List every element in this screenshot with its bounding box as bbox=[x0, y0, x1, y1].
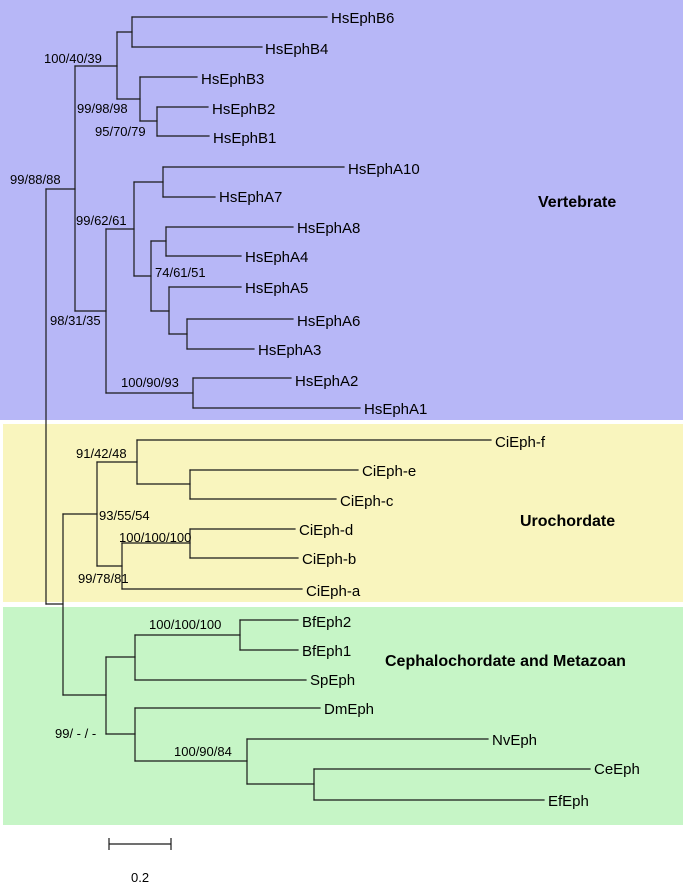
leaf-label: NvEph bbox=[492, 732, 537, 749]
cephalochordate-band bbox=[3, 607, 683, 825]
leaf-label: CiEph-a bbox=[306, 583, 361, 600]
tree-branches bbox=[45, 16, 591, 801]
support-value: 100/100/100 bbox=[119, 530, 191, 545]
leaf-label: HsEphA6 bbox=[297, 313, 360, 330]
support-value: 99/62/61 bbox=[76, 213, 127, 228]
support-value: 98/31/35 bbox=[50, 313, 101, 328]
leaf-label: CiEph-b bbox=[302, 551, 356, 568]
urochordate-label: Urochordate bbox=[520, 513, 615, 530]
support-value: 100/100/100 bbox=[149, 617, 221, 632]
leaf-label: HsEphA4 bbox=[245, 249, 308, 266]
leaf-label: SpEph bbox=[310, 672, 355, 689]
leaf-label: CiEph-f bbox=[495, 434, 546, 451]
support-value: 100/40/39 bbox=[44, 51, 102, 66]
scale-bar-label: 0.2 bbox=[131, 870, 149, 885]
leaf-label: HsEphA3 bbox=[258, 342, 321, 359]
vertebrate-band bbox=[0, 0, 683, 420]
leaf-label: CiEph-e bbox=[362, 463, 416, 480]
cephalochordate-label: Cephalochordate and Metazoan bbox=[385, 653, 626, 670]
scale-bar bbox=[108, 838, 172, 850]
support-value: 93/55/54 bbox=[99, 508, 150, 523]
support-value: 99/ - / - bbox=[55, 726, 96, 741]
leaf-label: BfEph2 bbox=[302, 614, 351, 631]
leaf-label: HsEphA8 bbox=[297, 220, 360, 237]
support-value: 100/90/84 bbox=[174, 744, 232, 759]
leaf-label: HsEphB1 bbox=[213, 130, 276, 147]
leaf-label: HsEphB3 bbox=[201, 71, 264, 88]
support-value: 99/78/81 bbox=[78, 571, 129, 586]
leaf-label: HsEphA10 bbox=[348, 161, 420, 178]
leaf-label: HsEphA1 bbox=[364, 401, 427, 418]
leaf-label: HsEphB4 bbox=[265, 41, 328, 58]
leaf-label: HsEphB2 bbox=[212, 101, 275, 118]
leaf-label: BfEph1 bbox=[302, 643, 351, 660]
support-value: 95/70/79 bbox=[95, 124, 146, 139]
bootstrap-support-labels: 100/40/39 99/98/98 95/70/79 99/88/88 99/… bbox=[10, 51, 232, 759]
leaf-label: HsEphA7 bbox=[219, 189, 282, 206]
leaf-label: EfEph bbox=[548, 793, 589, 810]
support-value: 74/61/51 bbox=[155, 265, 206, 280]
support-value: 99/88/88 bbox=[10, 172, 61, 187]
vertebrate-label: Vertebrate bbox=[538, 194, 616, 211]
leaf-label: CiEph-c bbox=[340, 493, 394, 510]
leaf-labels: HsEphB6 HsEphB4 HsEphB3 HsEphB2 HsEphB1 … bbox=[201, 10, 640, 810]
leaf-label: CeEph bbox=[594, 761, 640, 778]
support-value: 91/42/48 bbox=[76, 446, 127, 461]
urochordate-band bbox=[3, 424, 683, 602]
leaf-label: HsEphA2 bbox=[295, 373, 358, 390]
leaf-label: HsEphB6 bbox=[331, 10, 394, 27]
support-value: 99/98/98 bbox=[77, 101, 128, 116]
support-value: 100/90/93 bbox=[121, 375, 179, 390]
leaf-label: CiEph-d bbox=[299, 522, 353, 539]
leaf-label: DmEph bbox=[324, 701, 374, 718]
leaf-label: HsEphA5 bbox=[245, 280, 308, 297]
